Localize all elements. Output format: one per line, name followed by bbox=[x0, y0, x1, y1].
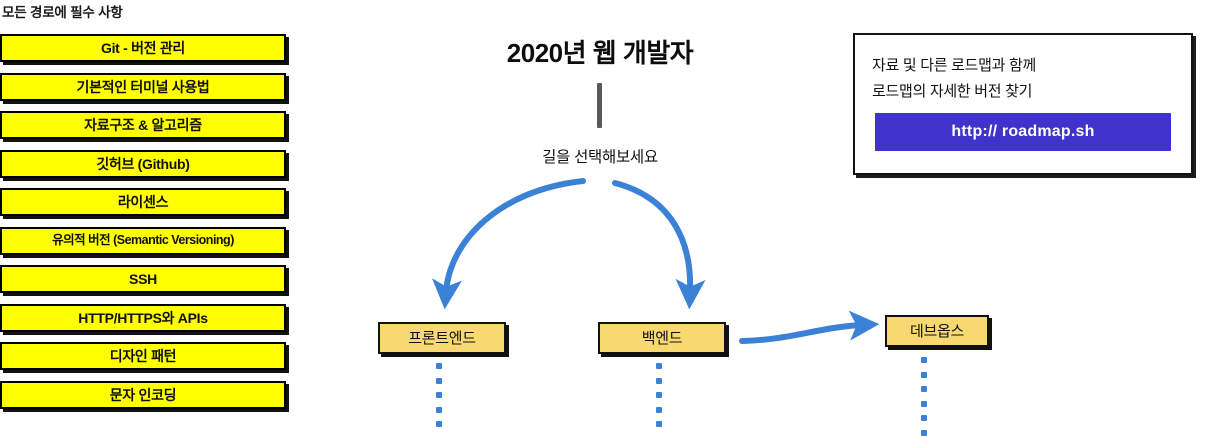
prerequisite-item-ssh[interactable]: SSH bbox=[0, 265, 286, 293]
prerequisite-label: SSH bbox=[129, 271, 157, 287]
info-card: 자료 및 다른 로드맵과 함께 로드맵의 자세한 버전 찾기 http:// r… bbox=[853, 33, 1193, 175]
prerequisite-item-http-https-apis[interactable]: HTTP/HTTPS와 APIs bbox=[0, 303, 286, 332]
info-card-line-1: 자료 및 다른 로드맵과 함께 bbox=[872, 57, 1036, 74]
prerequisite-item-semantic-versioning[interactable]: 유의적 버전 (Semantic Versioning) bbox=[0, 226, 286, 255]
prerequisite-item-design-patterns[interactable]: 디자인 패턴 bbox=[0, 342, 286, 370]
arrow-to-frontend bbox=[432, 178, 586, 310]
prerequisite-item-github[interactable]: 깃허브 (Github) bbox=[0, 149, 286, 178]
roadmap-link-label: http:// roadmap.sh bbox=[951, 123, 1095, 140]
prerequisite-label: 문자 인코딩 bbox=[109, 386, 177, 403]
prerequisite-label: 기본적인 터미널 사용법 bbox=[76, 78, 210, 95]
title-stem-divider bbox=[597, 83, 602, 128]
track-box-frontend[interactable]: 프론트엔드 bbox=[378, 322, 506, 354]
roadmap-link-button[interactable]: http:// roadmap.sh bbox=[875, 113, 1171, 151]
track-box-devops[interactable]: 데브옵스 bbox=[885, 315, 989, 347]
prerequisite-label: 깃허브 (Github) bbox=[96, 155, 190, 172]
arrow-backend-to-devops bbox=[739, 310, 880, 344]
prerequisite-item-data-structures-algorithms[interactable]: 자료구조 & 알고리즘 bbox=[0, 111, 286, 139]
track-box-backend[interactable]: 백엔드 bbox=[598, 322, 726, 354]
page-title: 2020년 웹 개발자 bbox=[506, 38, 694, 68]
prerequisite-label: 디자인 패턴 bbox=[109, 348, 177, 364]
prerequisite-label: 유의적 버전 (Semantic Versioning) bbox=[52, 233, 234, 248]
prerequisites-header: 모든 경로에 필수 사항 bbox=[2, 5, 123, 20]
arrow-to-backend bbox=[612, 180, 706, 310]
prerequisite-label: Git - 버전 관리 bbox=[101, 40, 185, 56]
track-label: 프론트엔드 bbox=[408, 329, 476, 347]
prerequisites-list: Git - 버전 관리 기본적인 터미널 사용법 자료구조 & 알고리즘 깃허브… bbox=[0, 34, 296, 419]
prerequisite-label: HTTP/HTTPS와 APIs bbox=[78, 309, 208, 326]
info-card-line-2: 로드맵의 자세한 버전 찾기 bbox=[872, 83, 1033, 100]
prerequisite-item-terminal-usage[interactable]: 기본적인 터미널 사용법 bbox=[0, 72, 286, 101]
prerequisite-label: 자료구조 & 알고리즘 bbox=[84, 117, 202, 133]
track-dotted-connector-backend bbox=[656, 363, 662, 436]
track-dotted-connector-devops bbox=[921, 357, 927, 436]
prerequisite-label: 라이센스 bbox=[117, 194, 169, 210]
track-label: 데브옵스 bbox=[909, 322, 964, 340]
choose-path-label: 길을 선택해보세요 bbox=[542, 149, 658, 166]
track-dotted-connector-frontend bbox=[436, 363, 442, 436]
prerequisite-item-licenses[interactable]: 라이센스 bbox=[0, 188, 286, 216]
prerequisite-item-character-encodings[interactable]: 문자 인코딩 bbox=[0, 380, 286, 409]
prerequisite-item-git[interactable]: Git - 버전 관리 bbox=[0, 34, 286, 62]
track-label: 백엔드 bbox=[641, 329, 683, 347]
